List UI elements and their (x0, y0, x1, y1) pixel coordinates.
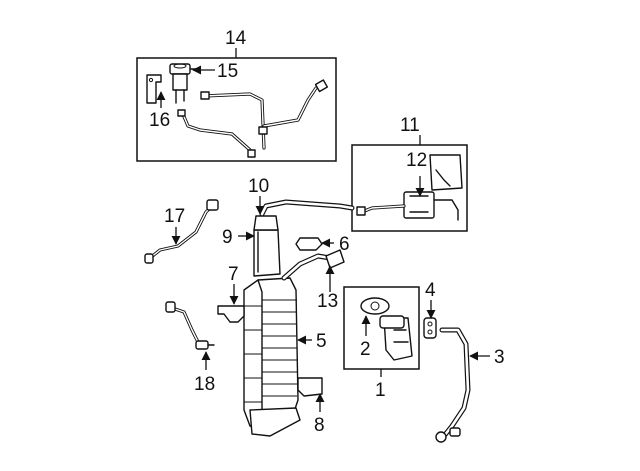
filter-9 (253, 215, 281, 277)
bracket-16 (146, 74, 162, 104)
callout-10: 10 (248, 176, 269, 197)
hose-set-14 (177, 79, 329, 158)
assembly-box-11 (351, 144, 468, 232)
callout-6: 6 (339, 234, 350, 255)
bracket-7 (217, 305, 245, 323)
valve-hose-11 (356, 204, 406, 216)
callout-12: 12 (406, 150, 427, 171)
callout-11: 11 (400, 115, 420, 136)
leak-detection-pump (379, 315, 413, 361)
callout-14: 14 (225, 28, 247, 49)
callout-7: 7 (228, 264, 239, 285)
vapor-canister-5 (243, 277, 301, 437)
callout-5: 5 (316, 331, 327, 352)
hose-3 (435, 327, 471, 443)
callout-8: 8 (314, 415, 325, 436)
callout-15: 15 (217, 61, 238, 82)
bracket-6 (295, 237, 323, 251)
sensor-wire-17 (144, 199, 219, 264)
callout-17: 17 (164, 206, 185, 227)
callout-2: 2 (360, 339, 371, 360)
callout-18: 18 (194, 374, 215, 395)
callout-13: 13 (317, 291, 338, 312)
hose-10 (259, 199, 355, 217)
sensor-wire-18 (165, 301, 215, 350)
clamp-4 (423, 317, 437, 339)
callout-9: 9 (222, 227, 233, 248)
bracket-8 (297, 377, 323, 397)
callout-4: 4 (425, 280, 436, 301)
gasket-2 (360, 297, 390, 315)
callout-1: 1 (375, 380, 386, 401)
callout-16: 16 (149, 110, 170, 131)
purge-valve-15 (169, 63, 197, 104)
hose-13 (281, 249, 345, 281)
callout-3: 3 (494, 347, 505, 368)
